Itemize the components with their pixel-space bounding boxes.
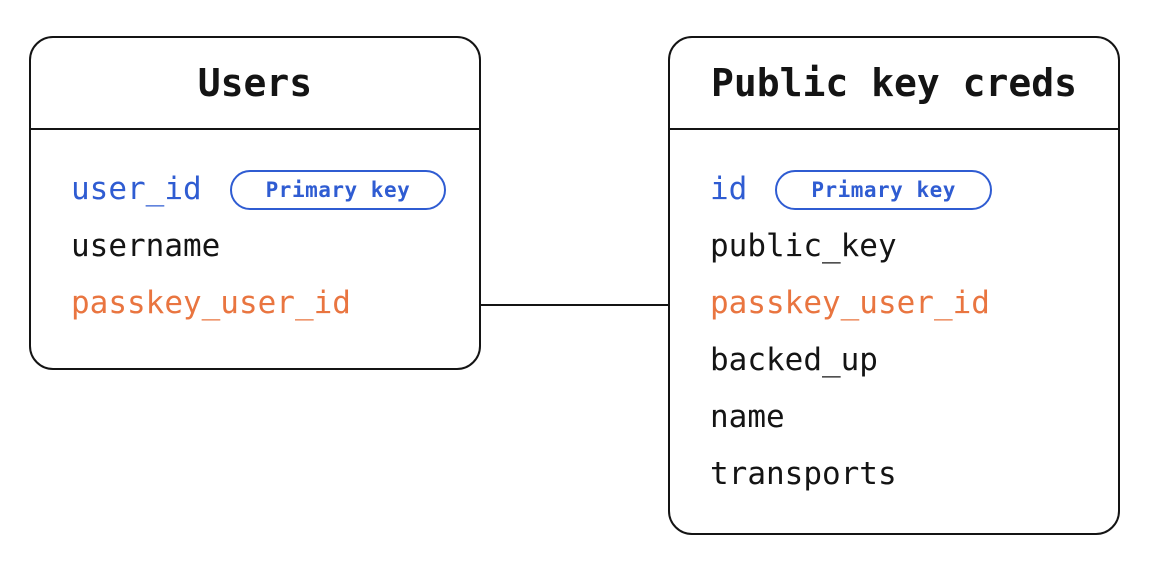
field-row-passkey-user-id: passkey_user_id [710, 275, 1118, 332]
field-row-passkey-user-id: passkey_user_id [71, 275, 479, 332]
field-row-name: name [710, 389, 1118, 446]
entity-users-table: Users user_id Primary key username passk… [29, 36, 481, 370]
field-passkey-user-id: passkey_user_id [71, 285, 351, 321]
field-username: username [71, 228, 221, 264]
entity-users-title: Users [197, 61, 313, 105]
entity-users-fields: user_id Primary key username passkey_use… [31, 130, 479, 332]
primary-key-badge: Primary key [229, 169, 447, 210]
field-row-username: username [71, 218, 479, 275]
field-id: id [710, 171, 748, 207]
entity-public-key-creds-header: Public key creds [670, 38, 1118, 130]
field-passkey-user-id: passkey_user_id [710, 285, 990, 321]
field-row-public-key: public_key [710, 218, 1118, 275]
entity-public-key-creds-title: Public key creds [710, 61, 1078, 105]
field-backed-up: backed_up [710, 342, 878, 378]
field-row-id: id Primary key [710, 161, 1118, 218]
entity-public-key-creds-fields: id Primary key public_key passkey_user_i… [670, 130, 1118, 503]
field-transports: transports [710, 456, 897, 492]
field-row-backed-up: backed_up [710, 332, 1118, 389]
primary-key-badge: Primary key [775, 169, 992, 210]
entity-public-key-creds-table: Public key creds id Primary key public_k… [668, 36, 1120, 535]
field-row-user-id: user_id Primary key [71, 161, 479, 218]
entity-users-header: Users [31, 38, 479, 130]
field-user-id: user_id [71, 171, 202, 207]
field-name: name [710, 399, 785, 435]
field-row-transports: transports [710, 446, 1118, 503]
field-public-key: public_key [710, 228, 897, 264]
relationship-line-passkey-user-id [481, 304, 668, 306]
